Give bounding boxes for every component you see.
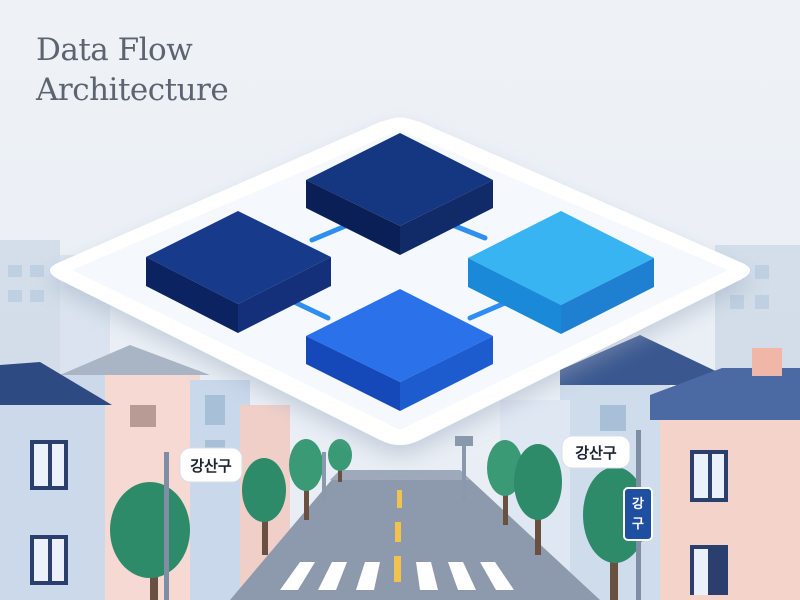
vertical-sign-char-1: 강 (632, 496, 644, 512)
vertical-street-sign: 강 구 (623, 487, 653, 541)
right-buildings (500, 335, 800, 600)
crosswalk (280, 562, 514, 590)
right-district-label: 강산구 (575, 444, 617, 462)
node-left (146, 211, 331, 333)
traffic-sign-poles (322, 436, 473, 502)
node-right (468, 211, 654, 334)
left-street-sign: 강산구 (164, 447, 243, 600)
vertical-sign-char-2: 구 (632, 517, 644, 532)
node-bottom (306, 289, 493, 411)
left-district-label: 강산구 (190, 457, 232, 475)
page-title: Data Flow Architecture (36, 30, 229, 110)
road (230, 470, 600, 600)
node-top (306, 133, 493, 255)
title-line-2: Architecture (36, 72, 229, 108)
title-line-1: Data Flow (36, 32, 193, 68)
platform-surface (72, 130, 728, 430)
